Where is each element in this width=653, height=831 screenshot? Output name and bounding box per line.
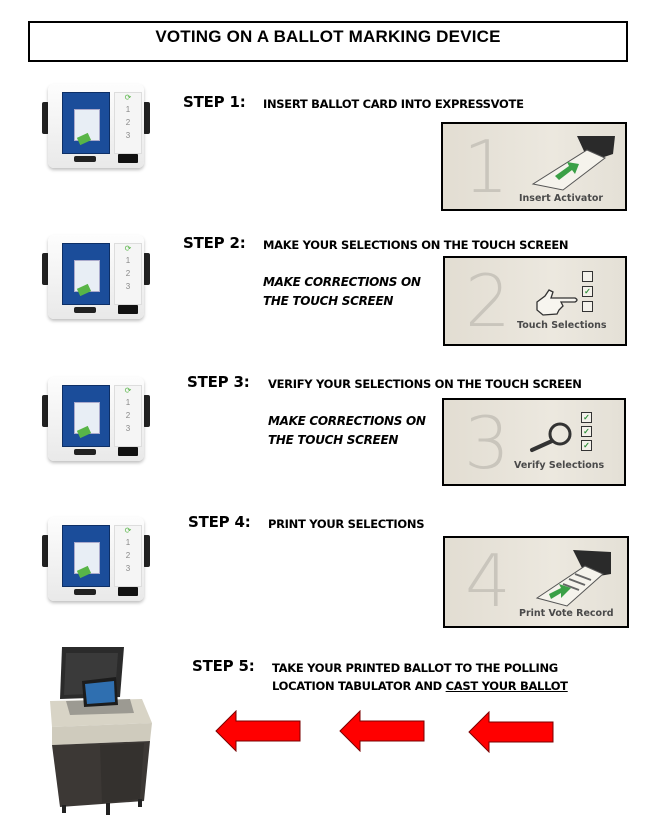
insert-card-icon [531, 136, 615, 191]
step-5-label: STEP 5: [192, 657, 255, 675]
cast-your-ballot-text: CAST YOUR BALLOT [445, 679, 568, 693]
step-3-description: VERIFY YOUR SELECTIONS ON THE TOUCH SCRE… [268, 377, 582, 391]
step-4-label: STEP 4: [188, 513, 251, 531]
step-number: 4 [465, 539, 511, 623]
red-left-arrow-icon [339, 710, 425, 752]
step-2-instruction-image: 2 ✓ Touch Selections [443, 256, 627, 346]
red-left-arrow-icon [468, 711, 554, 753]
step-2-caption: Touch Selections [517, 320, 607, 331]
step-4-description: PRINT YOUR SELECTIONS [268, 517, 425, 531]
title-box: VOTING ON A BALLOT MARKING DEVICE [28, 21, 628, 62]
step-2-correction-note: MAKE CORRECTIONS ON THE TOUCH SCREEN [263, 275, 421, 308]
step-number: 3 [464, 401, 510, 485]
magnifier-icon [530, 422, 572, 452]
checkbox-empty-icon [582, 271, 593, 282]
step-2-label: STEP 2: [183, 234, 246, 252]
pointing-hand-icon [536, 289, 578, 316]
step-1-instruction-image: 1 Insert Activator [441, 122, 627, 211]
step-number: 2 [465, 259, 511, 343]
step-3-caption: Verify Selections [514, 460, 605, 471]
step-1-description: INSERT BALLOT CARD INTO EXPRESSVOTE [263, 97, 524, 111]
tabulator-machine-image [50, 647, 152, 815]
step-3-correction-note: MAKE CORRECTIONS ON THE TOUCH SCREEN [268, 414, 426, 447]
red-left-arrow-icon [215, 710, 301, 752]
step-1-label: STEP 1: [183, 93, 246, 111]
step-4-instruction-image: 4 Print Vote Record [443, 536, 629, 628]
page-title: VOTING ON A BALLOT MARKING DEVICE [155, 27, 501, 46]
checkbox-checked-icon: ✓ [581, 426, 592, 437]
step-3-label: STEP 3: [187, 373, 250, 391]
step-5-description: TAKE YOUR PRINTED BALLOT TO THE POLLING … [272, 661, 568, 693]
step-number: 1 [463, 125, 509, 209]
step-3-instruction-image: 3 ✓ ✓ ✓ Verify Selections [442, 398, 626, 486]
checkbox-checked-icon: ✓ [582, 286, 593, 297]
checkbox-checked-icon: ✓ [581, 412, 592, 423]
step-1-caption: Insert Activator [519, 193, 604, 204]
step-2-description: MAKE YOUR SELECTIONS ON THE TOUCH SCREEN [263, 238, 569, 252]
print-record-icon [535, 550, 611, 607]
checkbox-checked-icon: ✓ [581, 440, 592, 451]
checkbox-empty-icon [582, 301, 593, 312]
step-4-caption: Print Vote Record [519, 608, 614, 619]
